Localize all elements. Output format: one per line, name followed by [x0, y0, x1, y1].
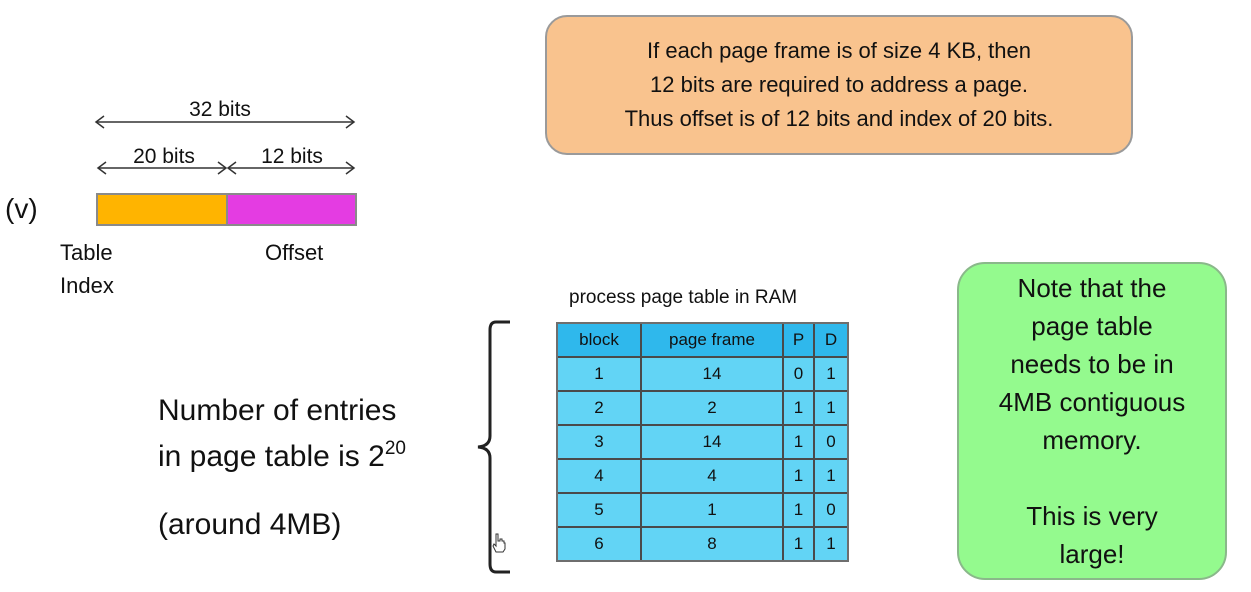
total-bits-label: 32 bits: [189, 98, 251, 121]
table-index-label: Table Index: [60, 240, 114, 298]
total-bits-arrow: [94, 115, 356, 129]
note-line: page table: [1031, 311, 1153, 341]
exponent: 20: [384, 438, 406, 459]
entries-line-1: Number of entries: [158, 394, 397, 427]
curly-brace-icon: [477, 320, 510, 574]
info-line-3: Thus offset is of 12 bits and index of 2…: [624, 106, 1054, 131]
note-box: Note that the page table needs to be in …: [957, 262, 1227, 580]
info-line-2: 12 bits are required to address a page.: [650, 72, 1028, 97]
note-line: This is very: [1026, 501, 1158, 531]
entries-line-2: in page table is 220: [158, 438, 406, 473]
index-bits-label: 20 bits: [133, 145, 195, 168]
item-label: (v): [5, 193, 38, 224]
table-caption: process page table in RAM: [569, 287, 798, 308]
offset-bits-label: 12 bits: [261, 145, 323, 168]
note-line: memory.: [1042, 425, 1142, 455]
info-line-1: If each page frame is of size 4 KB, then: [647, 38, 1031, 63]
index-segment: [96, 193, 228, 226]
index-bits-arrow: [96, 161, 228, 175]
header-p: P: [784, 324, 815, 358]
offset-label: Offset: [265, 240, 324, 265]
offset-segment: [226, 193, 357, 226]
header-block: block: [558, 324, 642, 358]
bit-diagram: 32 bits 20 bits 12 bits (v) Table Index …: [0, 0, 400, 300]
header-page-frame: page frame: [642, 324, 784, 358]
hand-cursor-icon: [492, 533, 506, 553]
entries-line-3: (around 4MB): [158, 508, 342, 541]
table-header-row: block page frame P D: [558, 324, 847, 358]
offset-bits-arrow: [226, 161, 356, 175]
header-d: D: [815, 324, 847, 358]
note-line: large!: [1059, 539, 1125, 569]
info-box: If each page frame is of size 4 KB, then…: [545, 15, 1133, 155]
note-line: Note that the: [1017, 273, 1167, 303]
note-line: 4MB contiguous: [998, 387, 1186, 417]
note-line: needs to be in: [1010, 349, 1174, 379]
